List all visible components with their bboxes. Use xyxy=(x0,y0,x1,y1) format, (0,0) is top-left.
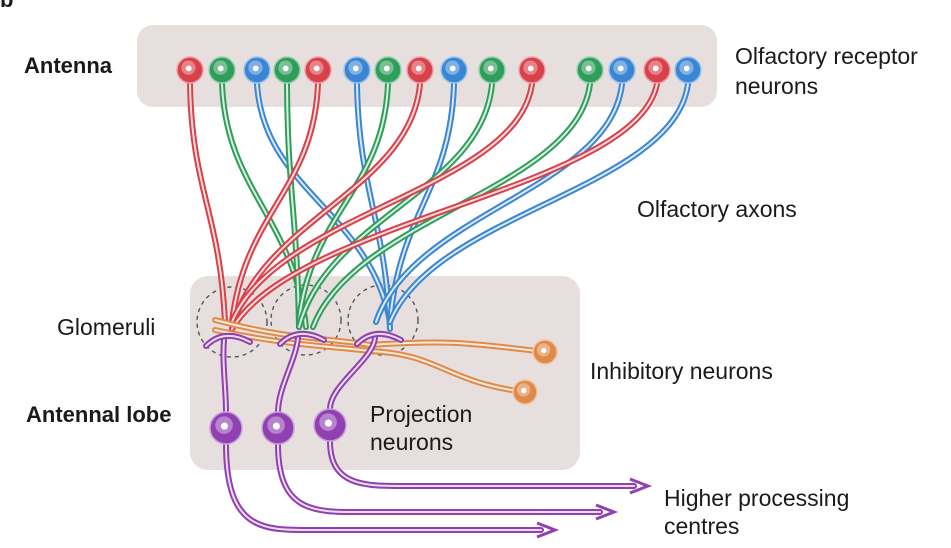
higher-centres-label-line2: centres xyxy=(664,513,740,539)
inhibitory-neuron xyxy=(532,339,558,365)
projection-axon xyxy=(275,441,603,516)
olfactory-axon xyxy=(296,81,495,330)
receptor-neuron xyxy=(208,56,236,84)
receptor-neuron xyxy=(643,56,671,84)
receptor-neuron xyxy=(478,56,506,84)
panel-letter: b xyxy=(0,0,13,14)
projection-dendrite xyxy=(327,335,378,412)
olfactory-axons-label: Olfactory axons xyxy=(637,196,797,222)
higher-centres-label-line1: Higher processing xyxy=(664,485,850,511)
inhibitory-neurons-label: Inhibitory neurons xyxy=(590,358,773,384)
projection-neuron xyxy=(313,408,347,442)
olfactory-axon xyxy=(187,81,228,325)
antenna-label: Antenna xyxy=(24,53,112,78)
olfactory-axon xyxy=(373,81,625,325)
olfactory-axon xyxy=(354,81,393,332)
projection-neurons-label-line2: neurons xyxy=(370,429,454,455)
receptor-neuron xyxy=(304,56,332,84)
projection-dendrite xyxy=(275,335,301,415)
arrowhead xyxy=(629,477,653,495)
olfactory-axon xyxy=(229,81,660,332)
olfactory-axon xyxy=(284,81,302,330)
glomerulus xyxy=(347,284,419,356)
projection-axon xyxy=(223,441,544,534)
olfactory-axon xyxy=(229,81,535,325)
receptor-neurons-label-line1: Olfactory receptor xyxy=(735,43,918,69)
receptor-neuron xyxy=(406,56,434,84)
olfactory-axon xyxy=(229,81,321,325)
receptor-neurons-label-line2: neurons xyxy=(735,73,819,99)
receptor-neuron xyxy=(176,56,204,84)
inhibitory-neurite xyxy=(367,339,548,355)
projection-tuft xyxy=(354,331,404,347)
receptor-neuron xyxy=(374,56,402,84)
olfactory-axon xyxy=(387,81,691,325)
receptor-neuron xyxy=(273,56,301,84)
receptor-neuron xyxy=(243,56,271,84)
receptor-neuron xyxy=(440,56,468,84)
receptor-neuron xyxy=(518,56,546,84)
receptor-neuron xyxy=(608,56,636,84)
arrowhead xyxy=(595,503,619,521)
projection-neurons-group xyxy=(203,331,653,539)
receptor-neurons-group xyxy=(176,56,702,84)
receptor-neuron xyxy=(576,56,604,84)
projection-tuft xyxy=(203,333,253,349)
glomeruli-group xyxy=(196,284,419,358)
olfactory-axon xyxy=(296,81,391,323)
projection-neuron xyxy=(209,411,243,445)
receptor-neuron xyxy=(343,56,371,84)
projection-dendrite xyxy=(220,337,229,415)
antennal-lobe-label: Antennal lobe xyxy=(26,402,172,427)
arrowhead xyxy=(536,521,560,539)
glomerulus xyxy=(270,284,342,356)
receptor-neuron xyxy=(674,56,702,84)
projection-neurons-label-line1: Projection xyxy=(370,401,473,427)
glomerulus xyxy=(196,286,268,358)
glomeruli-label: Glomeruli xyxy=(57,314,156,340)
olfactory-axons xyxy=(187,81,691,332)
projection-tuft xyxy=(277,331,327,347)
inhibitory-neuron xyxy=(512,379,538,405)
projection-axon xyxy=(327,438,637,490)
olfactory-axon xyxy=(254,81,393,325)
inhibitory-neurite xyxy=(367,348,528,395)
projection-neuron xyxy=(261,411,295,445)
